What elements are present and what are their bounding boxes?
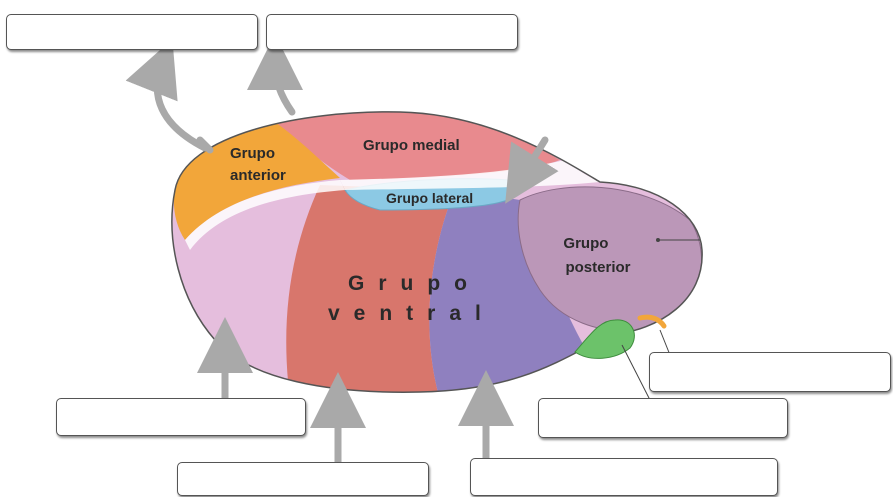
answer-box-bottom-left[interactable]	[56, 398, 306, 436]
answer-box-bottom-mid-right[interactable]	[470, 458, 778, 496]
answer-box-top-left[interactable]	[6, 14, 258, 50]
pointer-line-green	[622, 345, 650, 400]
label-medial: Grupo medial	[363, 137, 460, 154]
answer-box-top-right[interactable]	[266, 14, 518, 50]
answer-box-bottom-right[interactable]	[538, 398, 788, 438]
arrow-medial-up	[275, 62, 292, 112]
answer-box-right-upper[interactable]	[649, 352, 891, 392]
arrow-anterior-up	[157, 65, 205, 148]
answer-box-bottom-center[interactable]	[177, 462, 429, 496]
label-lateral: Grupo lateral	[386, 190, 473, 206]
